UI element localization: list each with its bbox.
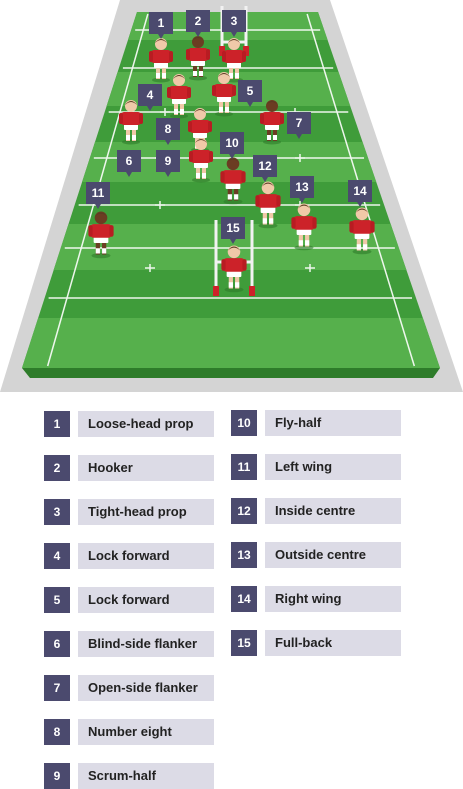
pin-label: 1 [158, 16, 165, 30]
legend-role: Tight-head prop [78, 499, 214, 525]
legend-role: Outside centre [265, 542, 401, 568]
legend-item-3: 3 Tight-head prop [44, 499, 214, 525]
pin-label: 3 [231, 14, 238, 28]
player-13 [291, 203, 317, 251]
legend-item-9: 9 Scrum-half [44, 763, 214, 789]
pin-5: 5 [238, 80, 262, 107]
legend-item-8: 8 Number eight [44, 719, 214, 745]
pin-label: 8 [165, 122, 172, 136]
pin-12: 12 [253, 155, 277, 182]
legend-role: Full-back [265, 630, 401, 656]
legend-item-10: 10 Fly-half [231, 410, 401, 436]
pin-label: 2 [195, 14, 202, 28]
player-15 [221, 245, 247, 293]
player-14 [349, 207, 375, 255]
pin-13: 13 [290, 176, 314, 203]
player-4 [167, 74, 191, 119]
player-11 [88, 211, 114, 259]
legend-number: 10 [231, 410, 257, 436]
legend-number: 13 [231, 542, 257, 568]
legend-item-11: 11 Left wing [231, 454, 401, 480]
legend-role: Number eight [78, 719, 214, 745]
legend-number: 5 [44, 587, 70, 613]
pin-3: 3 [222, 10, 246, 37]
pin-label: 10 [225, 136, 239, 150]
pin-label: 7 [296, 116, 303, 130]
player-2 [186, 36, 210, 81]
player-9 [189, 138, 213, 183]
pin-9: 9 [156, 150, 180, 177]
legend-number: 7 [44, 675, 70, 701]
legend-role: Hooker [78, 455, 214, 481]
legend-number: 15 [231, 630, 257, 656]
legend-role: Scrum-half [78, 763, 214, 789]
legend-item-5: 5 Lock forward [44, 587, 214, 613]
legend-number: 8 [44, 719, 70, 745]
legend-number: 9 [44, 763, 70, 789]
pin-label: 11 [92, 186, 105, 200]
legend-item-4: 4 Lock forward [44, 543, 214, 569]
legend-role: Loose-head prop [78, 411, 214, 437]
legend-number: 11 [231, 454, 257, 480]
pin-label: 6 [126, 154, 133, 168]
legend-item-14: 14 Right wing [231, 586, 401, 612]
legend-number: 6 [44, 631, 70, 657]
legend-item-1: 1 Loose-head prop [44, 411, 214, 437]
player-10 [220, 157, 246, 205]
legend-item-12: 12 Inside centre [231, 498, 401, 524]
pin-label: 5 [247, 84, 254, 98]
legend-item-15: 15 Full-back [231, 630, 401, 656]
pin-4: 4 [138, 84, 162, 111]
legend-role: Right wing [265, 586, 401, 612]
pin-10: 10 [220, 132, 244, 159]
legend-number: 3 [44, 499, 70, 525]
legend-number: 12 [231, 498, 257, 524]
pin-11: 11 [86, 182, 110, 209]
legend-role: Inside centre [265, 498, 401, 524]
pin-label: 4 [147, 88, 154, 102]
pin-1: 1 [149, 12, 173, 39]
legend-number: 2 [44, 455, 70, 481]
legend-role: Left wing [265, 454, 401, 480]
pin-label: 12 [258, 159, 272, 173]
legend-role: Open-side flanker [78, 675, 214, 701]
player-7 [260, 100, 284, 145]
legend-number: 4 [44, 543, 70, 569]
player-12 [255, 181, 281, 229]
pin-label: 14 [353, 184, 367, 198]
pin-14: 14 [348, 180, 372, 207]
pin-label: 9 [165, 154, 172, 168]
legend-item-2: 2 Hooker [44, 455, 214, 481]
legend-item-6: 6 Blind-side flanker [44, 631, 214, 657]
legend-item-7: 7 Open-side flanker [44, 675, 214, 701]
pin-label: 15 [226, 221, 240, 235]
legend-role: Fly-half [265, 410, 401, 436]
legend-role: Lock forward [78, 543, 214, 569]
pin-15: 15 [221, 217, 245, 244]
player-1 [149, 38, 173, 83]
legend-role: Lock forward [78, 587, 214, 613]
legend-role: Blind-side flanker [78, 631, 214, 657]
player-6 [119, 100, 143, 145]
pin-2: 2 [186, 10, 210, 37]
pin-8: 8 [156, 118, 180, 145]
pin-6: 6 [117, 150, 141, 177]
legend-number: 14 [231, 586, 257, 612]
pin-7: 7 [287, 112, 311, 139]
pin-label: 13 [295, 180, 309, 194]
legend-item-13: 13 Outside centre [231, 542, 401, 568]
legend-number: 1 [44, 411, 70, 437]
player-5 [212, 72, 236, 117]
